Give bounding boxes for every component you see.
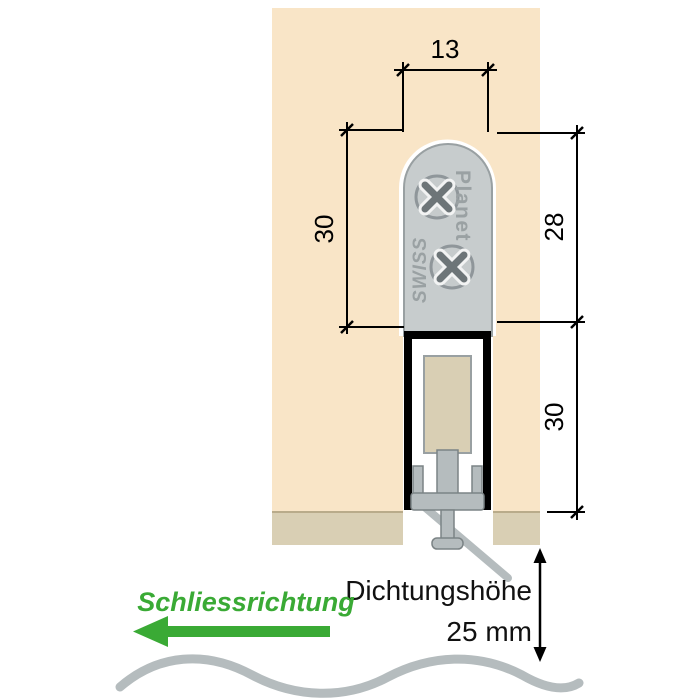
- seal-housing: Planet SWISS: [399, 139, 496, 337]
- seal-profile: [410, 449, 485, 550]
- arrow-up-icon: [533, 548, 547, 563]
- dimension-tick: [570, 505, 584, 519]
- seal-height-title: Dichtungshöhe: [345, 575, 532, 606]
- brand-label: Planet: [451, 170, 474, 242]
- closing-direction-arrow-icon: [133, 616, 330, 647]
- seal-height-callout: Dichtungshöhe 25 mm: [345, 548, 547, 662]
- dimension-tick: [396, 63, 410, 77]
- dimension-tick: [570, 315, 584, 329]
- arrow-down-icon: [533, 647, 547, 662]
- seal-rail: [404, 331, 491, 510]
- dimension-tick: [340, 123, 354, 137]
- dimension-right-stack: [497, 125, 585, 520]
- seal-fin-foot: [431, 537, 464, 550]
- seal-fin: [440, 509, 455, 543]
- dim-right-upper-label: 28: [539, 213, 569, 242]
- dimension-top-width: [394, 62, 497, 132]
- dimension-tick: [340, 320, 354, 334]
- seal-mechanism: [404, 331, 512, 582]
- dim-left-height-label: 30: [309, 215, 339, 244]
- dimension-tick: [570, 126, 584, 140]
- screw-bottom-icon: [429, 244, 475, 290]
- dimension-tick: [481, 63, 495, 77]
- seal-base-plate: [410, 492, 485, 511]
- closing-direction: Schliessrichtung: [133, 587, 355, 647]
- dimension-left-height: [339, 122, 404, 334]
- dim-right-lower-label: 30: [539, 403, 569, 432]
- closing-direction-label: Schliessrichtung: [137, 587, 355, 617]
- seal-lip-leader: [417, 500, 512, 582]
- screw-top-icon: [414, 174, 460, 220]
- brand-origin-label: SWISS: [410, 237, 431, 303]
- seal-height-value: 25 mm: [446, 616, 532, 647]
- floor-wave: [115, 654, 584, 698]
- seal-actuator-block: [423, 355, 472, 454]
- dim-top-width-label: 13: [431, 34, 460, 64]
